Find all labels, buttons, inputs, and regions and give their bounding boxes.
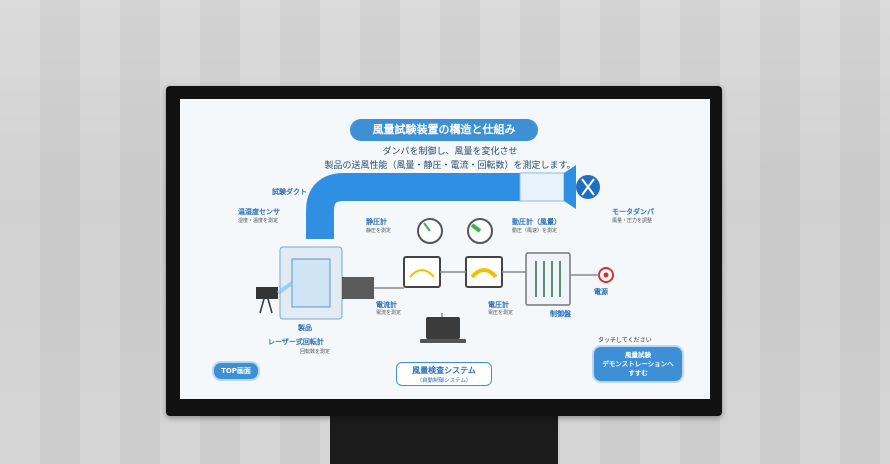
motor-icon [342, 277, 374, 299]
power-icon-dot [603, 272, 609, 278]
control-panel-rows [535, 261, 561, 297]
label-control-panel: 制御盤 [550, 310, 571, 318]
label-dynamic-pressure: 動圧計（風量） [512, 218, 561, 226]
duct-section [519, 172, 565, 202]
label-motor-damper: モータダンパ [612, 208, 654, 216]
tripod-icon [259, 298, 273, 314]
label-motor-damper-sub: 風量・圧力を調整 [612, 218, 653, 224]
touch-prompt: タッチしてください [598, 337, 652, 344]
description: ダンパを制御し、風量を変化させ 製品の送風性能（風量・静圧・電流・回転数）を測定… [300, 145, 600, 173]
laser-beam [276, 281, 294, 295]
label-temp-humidity-sensor: 温湿度センサ [238, 208, 280, 216]
label-static-pressure: 静圧計 [366, 218, 387, 226]
laser-tachometer-icon [256, 287, 278, 299]
display-screen: 風量試験装置の構造と仕組み ダンパを制御し、風量を変化させ 製品の送風性能（風量… [180, 99, 710, 399]
control-panel-icon [525, 252, 571, 306]
gauge-needle [470, 223, 482, 233]
damper-blades [581, 178, 595, 196]
label-voltmeter: 電圧計 [488, 301, 509, 309]
label-voltmeter-sub: 電圧を測定 [488, 310, 514, 316]
description-line-1: ダンパを制御し、風量を変化させ [382, 147, 518, 157]
product-fan [291, 258, 331, 308]
demo-button-line-2: デモンストレーションへ [602, 360, 674, 368]
demo-button-line-3: すすむ [628, 369, 648, 377]
inspection-system-box: 風量検査システム （自動制御システム） [396, 362, 492, 386]
label-ammeter-sub: 電流を測定 [376, 310, 402, 316]
label-duct: 試験ダクト [272, 188, 307, 196]
label-product: 製品 [298, 324, 312, 332]
voltmeter-scale [470, 268, 498, 279]
ammeter-scale [409, 269, 435, 278]
page-title: 風量試験装置の構造と仕組み [350, 119, 538, 141]
label-ammeter: 電流計 [376, 301, 397, 309]
connection-lines [374, 271, 599, 289]
label-power: 電源 [594, 288, 608, 296]
monitor-stand [330, 412, 558, 464]
duct-flare [564, 165, 576, 209]
test-duct [306, 173, 520, 239]
label-dynamic-pressure-sub: 動圧（風速）を測定 [512, 228, 558, 234]
top-screen-button[interactable]: TOP画面 [212, 361, 260, 381]
laptop-base [420, 339, 466, 343]
system-diagram [256, 165, 614, 343]
ammeter-icon [403, 256, 441, 288]
system-box-title: 風量検査システム [412, 366, 476, 375]
label-static-pressure-sub: 静圧を測定 [366, 228, 392, 234]
gauge-needle [423, 222, 431, 232]
demo-button-line-1: 風量試験 [625, 351, 651, 359]
laptop-icon [426, 317, 460, 339]
demo-button[interactable]: 風量試験 デモンストレーションへ すすむ [592, 345, 684, 383]
system-box-subtitle: （自動制御システム） [416, 378, 472, 384]
label-temp-humidity-sub: 湿度・温度を測定 [238, 218, 279, 224]
label-laser-tachometer-sub: 回転数を測定 [300, 349, 331, 355]
description-line-2: 製品の送風性能（風量・静圧・電流・回転数）を測定します。 [324, 161, 576, 171]
label-laser-tachometer: レーザー式回転計 [268, 338, 324, 346]
